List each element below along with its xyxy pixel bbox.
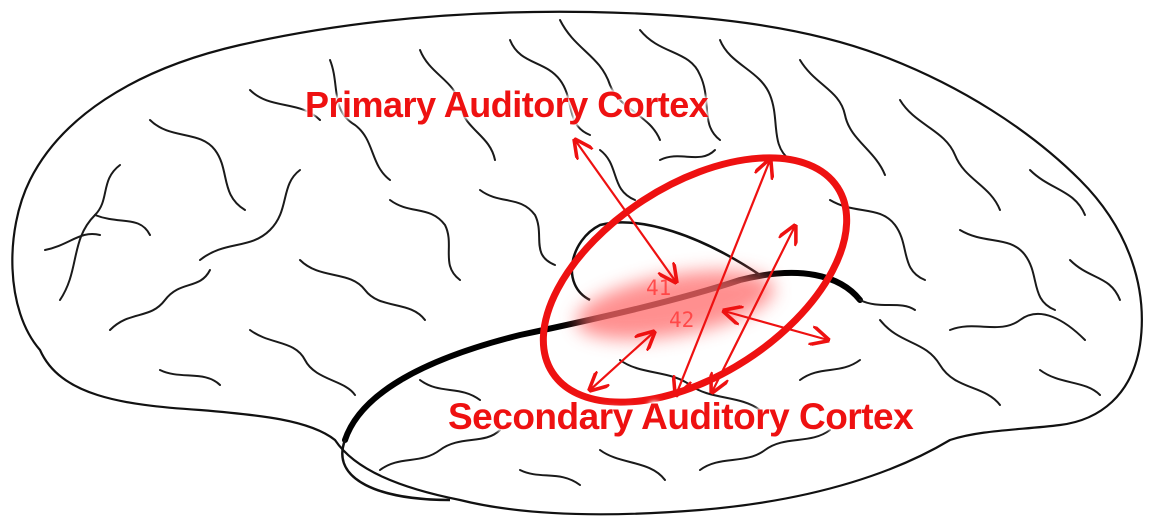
area-41-label: 41: [646, 276, 671, 300]
area-42-label: 42: [669, 308, 694, 332]
secondary-auditory-cortex-label: Secondary Auditory Cortex: [448, 396, 913, 438]
primary-auditory-cortex-label: Primary Auditory Cortex: [305, 84, 708, 126]
